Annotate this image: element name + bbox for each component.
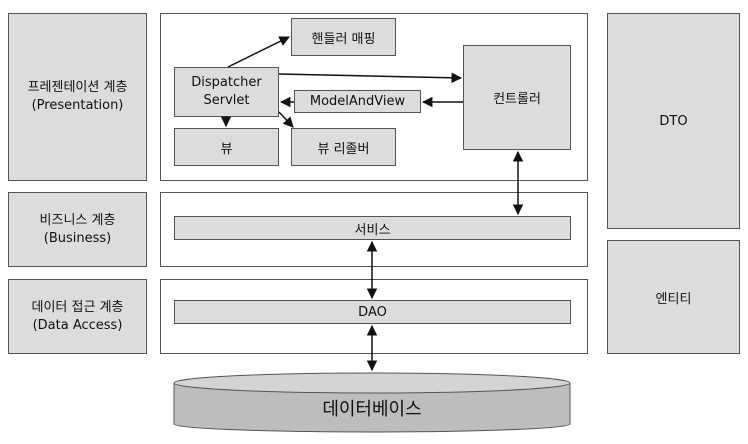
arrow-dispatcher-to-view-resolver [278,111,294,128]
layer-business: 비즈니스 계층 (Business) [8,192,147,267]
view-box: 뷰 [174,128,279,166]
dto-box: DTO [607,13,740,229]
layer-presentation: 프레젠테이션 계층 (Presentation) [8,13,147,181]
handler-mapping-box: 핸들러 매핑 [291,18,396,56]
database-cylinder [173,372,571,433]
dao-box: DAO [174,300,571,324]
controller-box: 컨트롤러 [463,45,571,150]
database-label: 데이터베이스 [322,399,422,420]
service-box: 서비스 [174,216,571,240]
arrow-dispatcher-to-controller [278,72,463,84]
entity-box: 엔티티 [607,240,740,354]
arrow-dispatcher-to-handler-mapping [227,36,290,68]
view-resolver-box: 뷰 리졸버 [291,128,396,166]
dispatcher-servlet-box: Dispatcher Servlet [174,67,279,117]
model-and-view-box: ModelAndView [294,90,421,113]
layer-data-access: 데이터 접근 계층 (Data Access) [8,279,147,354]
